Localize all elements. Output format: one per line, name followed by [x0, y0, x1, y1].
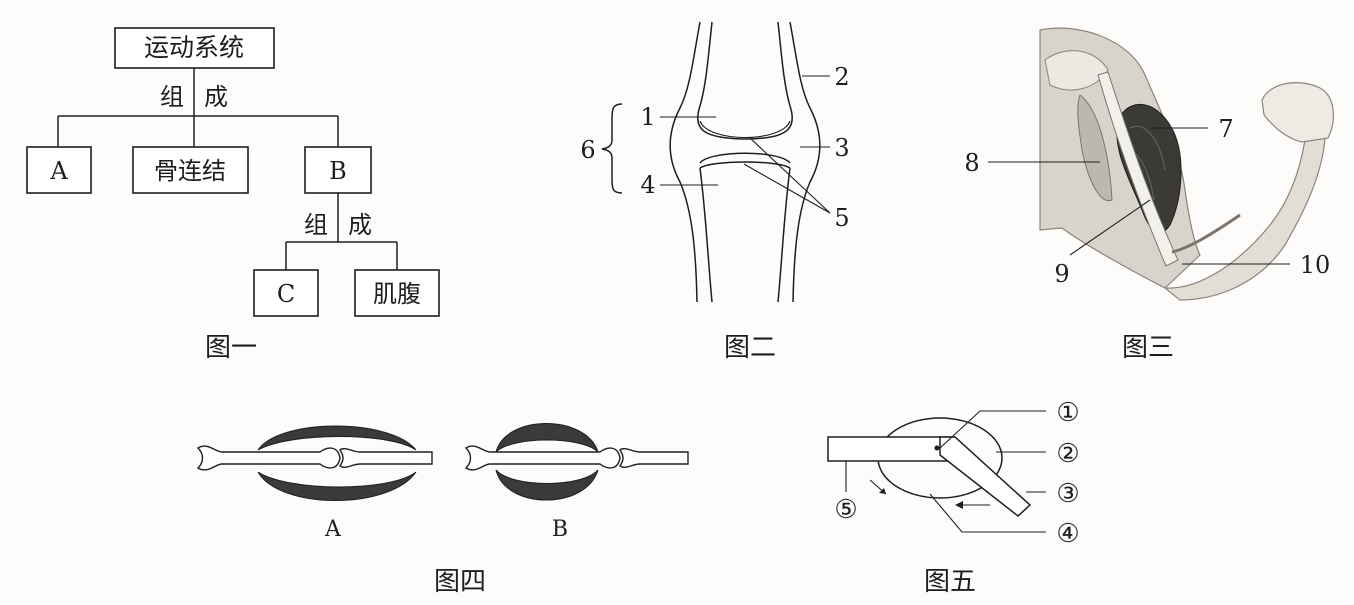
- text-motor-system: 运动系统: [144, 33, 244, 62]
- bone-a-left: [198, 446, 340, 470]
- label-6: 6: [580, 136, 595, 164]
- label-4: 4: [640, 171, 655, 199]
- leader-5b: [744, 164, 830, 213]
- figure-5-lever-diagram: ① ② ③ ④ ⑤ 图五: [828, 398, 1080, 597]
- text-muscle-belly: 肌腹: [373, 280, 421, 308]
- text-node-c: C: [277, 280, 295, 308]
- text-node-b: B: [329, 157, 347, 185]
- upper-bone-right-edge: [778, 22, 790, 106]
- text-node-a: A: [49, 157, 68, 185]
- caption-figure-4: 图四: [434, 567, 486, 597]
- bone-b-right: [620, 449, 688, 468]
- caption-figure-2: 图二: [724, 333, 776, 363]
- arrow-left-head: [955, 501, 963, 509]
- label-circle-2: ②: [1056, 439, 1079, 469]
- horizontal-bone: [828, 437, 950, 461]
- brace-6: [602, 104, 622, 193]
- leader-circle-4: [930, 494, 1046, 532]
- muscle-a-upper: [258, 426, 416, 450]
- text-compose-2a: 组: [304, 211, 328, 239]
- joint-capsule-right-outer: [790, 22, 820, 302]
- joint-capsule-left-outer: [670, 22, 700, 302]
- fist: [1262, 83, 1333, 142]
- figure-3-arm-illustration: 7 8 9 10 图三: [964, 28, 1333, 363]
- lower-bone-left-edge: [700, 168, 712, 302]
- label-4a: A: [324, 517, 342, 542]
- upper-bone-head: [698, 106, 792, 139]
- text-compose-1b: 成: [204, 83, 228, 111]
- caption-figure-5: 图五: [924, 567, 976, 597]
- label-7: 7: [1218, 115, 1233, 143]
- label-circle-4: ④: [1056, 519, 1079, 549]
- label-circle-5: ⑤: [834, 495, 857, 525]
- bone-a-right: [340, 449, 432, 468]
- leader-5a: [750, 138, 830, 213]
- label-10: 10: [1300, 251, 1331, 279]
- label-8: 8: [964, 149, 979, 177]
- text-compose-1a: 组: [160, 83, 184, 111]
- label-5: 5: [834, 204, 849, 232]
- label-2: 2: [834, 63, 849, 91]
- text-compose-2b: 成: [348, 211, 372, 239]
- caption-figure-3: 图三: [1122, 333, 1174, 363]
- muscle-a-lower: [258, 472, 416, 501]
- text-bone-joint: 骨连结: [154, 157, 226, 185]
- pivot-point: [935, 446, 940, 451]
- label-3: 3: [834, 134, 849, 162]
- muscle-b-upper: [496, 424, 598, 453]
- figure-2-joint-diagram: 1 2 3 4 5 6 图二: [580, 22, 849, 363]
- figure-4-muscle-states: A B 图四: [198, 424, 688, 598]
- figure-1-concept-map: 运动系统 组 成 A 骨连结 B 组 成 C 肌腹 图一: [27, 28, 439, 363]
- label-1: 1: [640, 103, 655, 131]
- label-9: 9: [1054, 260, 1069, 288]
- caption-figure-1: 图一: [205, 333, 257, 363]
- slanted-bone: [940, 437, 1030, 516]
- label-4b: B: [552, 517, 568, 542]
- label-circle-3: ③: [1056, 479, 1079, 509]
- muscle-b-lower: [496, 470, 598, 500]
- lower-bone-right-edge: [778, 168, 790, 302]
- upper-bone-left-edge: [700, 22, 712, 106]
- label-circle-1: ①: [1056, 398, 1079, 428]
